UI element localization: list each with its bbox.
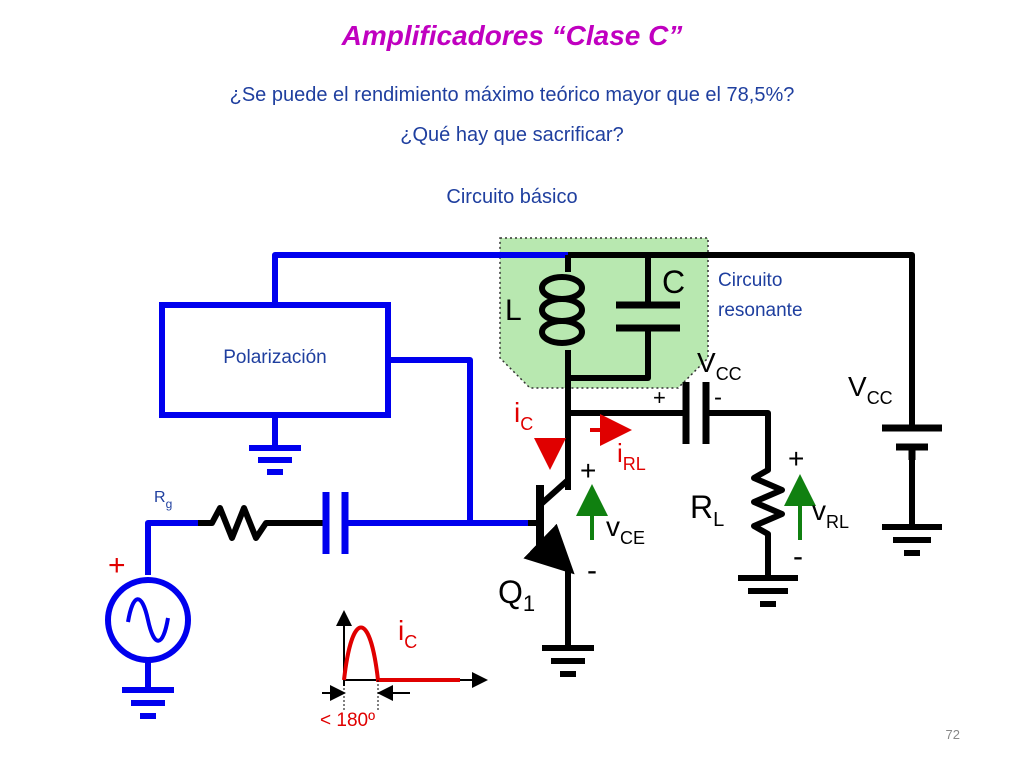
slide-title: Amplificadores “Clase C” bbox=[341, 20, 683, 51]
vrl-label: vRL bbox=[812, 495, 849, 532]
supply-ground-icon bbox=[882, 524, 942, 556]
source-resistor-label: Rg bbox=[154, 489, 172, 511]
load-resistor bbox=[751, 460, 785, 545]
inductor-label: L bbox=[505, 294, 522, 327]
load-current-label: iRL bbox=[617, 438, 646, 474]
vce-label: vCE bbox=[606, 511, 645, 548]
resonant-label-line2: resonante bbox=[718, 300, 803, 321]
source-ground-icon bbox=[122, 660, 174, 719]
vce-plus-sign: + bbox=[580, 455, 596, 486]
collector-current-label: iC bbox=[514, 397, 533, 434]
bias-block bbox=[159, 302, 391, 418]
load-resistor-label: RL bbox=[690, 489, 724, 531]
collector-current-waveform bbox=[322, 610, 488, 710]
question-sacrifice: ¿Qué hay que sacrificar? bbox=[400, 124, 624, 146]
coupling-cap-minus: - bbox=[714, 384, 722, 411]
coupling-cap-plus: + bbox=[653, 385, 666, 410]
inductor-coil bbox=[539, 255, 585, 346]
load-ground-icon bbox=[738, 575, 798, 607]
bias-ground-icon bbox=[249, 415, 301, 475]
conduction-angle-label: < 180º bbox=[320, 710, 375, 731]
circuit-caption: Circuito básico bbox=[446, 186, 578, 208]
page-number: 72 bbox=[945, 727, 960, 742]
supply-voltage-label: VCC bbox=[848, 371, 893, 408]
black-wiring bbox=[565, 252, 915, 645]
transistor-ground-icon bbox=[542, 645, 594, 677]
input-coupling-capacitor bbox=[322, 492, 349, 554]
supply-battery bbox=[882, 424, 942, 460]
transistor-label: Q1 bbox=[498, 574, 535, 616]
resonant-label-line1: Circuito bbox=[718, 270, 782, 291]
capacitor-label: C bbox=[662, 264, 685, 300]
bias-block-label: Polarización bbox=[223, 347, 327, 368]
resonant-capacitor bbox=[616, 301, 680, 332]
sine-icon bbox=[126, 597, 170, 643]
source-resistor bbox=[198, 505, 282, 541]
vrl-minus-sign: - bbox=[793, 540, 803, 573]
resonant-region bbox=[499, 237, 709, 389]
output-coupling-capacitor bbox=[682, 382, 710, 444]
vrl-plus-sign: + bbox=[788, 443, 804, 474]
source-plus-sign: + bbox=[108, 549, 126, 582]
coupling-cap-voltage-label: VCC bbox=[697, 347, 742, 384]
blue-wiring bbox=[145, 252, 568, 575]
question-efficiency: ¿Se puede el rendimiento máximo teórico … bbox=[229, 84, 795, 106]
waveform-label: iC bbox=[398, 615, 417, 652]
vce-minus-sign: - bbox=[587, 554, 597, 587]
transistor-q1 bbox=[523, 477, 575, 575]
